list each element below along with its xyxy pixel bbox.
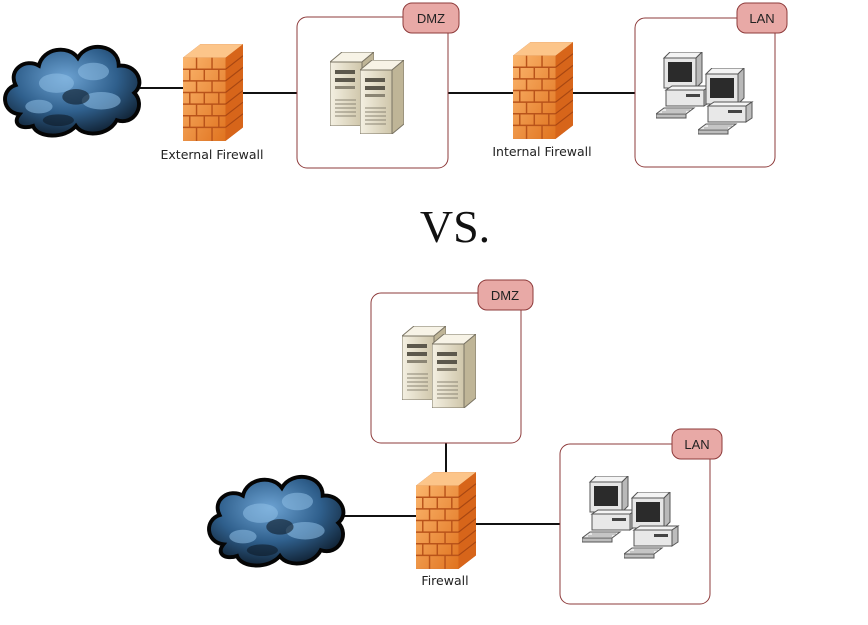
top-lan-zone: LAN xyxy=(634,2,788,168)
bottom-internet-cloud-icon xyxy=(207,474,346,568)
top-internal-firewall-label: Internal Firewall xyxy=(492,144,591,159)
top-internal-firewall-icon xyxy=(513,42,573,139)
bottom-firewall-icon xyxy=(416,472,476,569)
top-external-firewall: External Firewall xyxy=(161,44,264,162)
top-dmz-zone: DMZ xyxy=(296,2,460,169)
vs-heading: VS. xyxy=(420,201,490,252)
bottom-lan-zone: LAN xyxy=(559,428,723,605)
bottom-firewall: Firewall xyxy=(416,472,476,588)
bottom-dmz-tag-label: DMZ xyxy=(491,288,519,303)
bottom-dmz-zone: DMZ xyxy=(370,279,534,444)
top-external-firewall-icon xyxy=(183,44,243,141)
top-dmz-servers-icon xyxy=(330,52,404,134)
top-dmz-tag xyxy=(402,2,460,34)
bottom-firewall-label: Firewall xyxy=(421,573,468,588)
bottom-lan-tag xyxy=(671,428,723,460)
top-lan-tag xyxy=(736,2,788,34)
top-topology: External Firewall DMZ Internal Firewall … xyxy=(3,2,788,169)
bottom-lan-tag-label: LAN xyxy=(684,437,709,452)
top-internal-firewall: Internal Firewall xyxy=(492,42,592,159)
top-external-firewall-label: External Firewall xyxy=(161,147,264,162)
bottom-dmz-tag xyxy=(477,279,534,311)
bottom-dmz-servers-icon xyxy=(402,326,476,408)
top-dmz-tag-label: DMZ xyxy=(417,11,445,26)
top-lan-tag-label: LAN xyxy=(749,11,774,26)
top-internet-cloud-icon xyxy=(3,44,142,138)
bottom-topology: DMZ Firewall LAN xyxy=(207,279,723,605)
top-links xyxy=(140,87,635,94)
